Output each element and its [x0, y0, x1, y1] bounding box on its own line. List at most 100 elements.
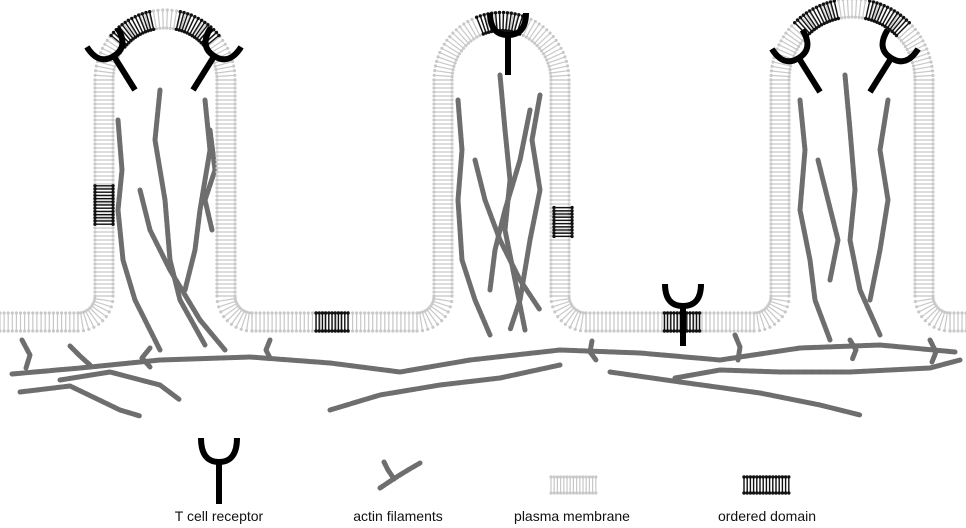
- lipid-head: [111, 294, 114, 297]
- lipid-head: [432, 234, 435, 237]
- lipid-head: [620, 329, 623, 332]
- lipid-head: [233, 270, 236, 273]
- lipid-head: [450, 118, 453, 121]
- lipid-head: [549, 118, 552, 121]
- lipid-head: [215, 238, 218, 241]
- lipid-head: [152, 9, 155, 12]
- lipid-head: [769, 214, 772, 217]
- lipid-head: [93, 278, 96, 281]
- lipid-head: [450, 82, 453, 85]
- lipid-head: [233, 69, 236, 72]
- lipid-head: [215, 94, 218, 97]
- lipid-head: [913, 102, 916, 105]
- lipid-head: [452, 68, 455, 71]
- lipid-head: [584, 311, 587, 314]
- lipid-head: [769, 102, 772, 105]
- lipid-tail: [170, 12, 172, 27]
- lipid-head: [846, 0, 849, 1]
- lipid-head: [788, 71, 791, 74]
- lipid-head: [931, 230, 934, 233]
- lipid-head: [111, 118, 114, 121]
- lipid-tail: [228, 309, 239, 320]
- lipid-head: [787, 98, 790, 101]
- lipid-head: [450, 162, 453, 165]
- lipid-head: [549, 154, 552, 157]
- lipid-head: [549, 282, 552, 285]
- lipid-head: [93, 114, 96, 117]
- lipid-tail: [543, 41, 555, 50]
- lipid-head: [931, 138, 934, 141]
- lipid-head: [432, 282, 435, 285]
- lipid-head: [788, 75, 791, 78]
- lipid-head: [307, 311, 310, 314]
- lipid-head: [93, 250, 96, 253]
- lipid-head: [566, 64, 569, 67]
- lipid-head: [27, 311, 30, 314]
- lipid-head: [215, 278, 218, 281]
- lipid-head: [93, 138, 96, 141]
- lipid-head: [588, 329, 591, 332]
- lipid-head: [716, 329, 719, 332]
- ordered-lipid-icon: [742, 475, 790, 494]
- lipid-head: [931, 150, 934, 153]
- lipid-head: [93, 158, 96, 161]
- lipid-head: [93, 134, 96, 137]
- lipid-tail: [541, 38, 553, 48]
- lipid-tail: [530, 25, 538, 37]
- lipid-head: [913, 182, 916, 185]
- lipid-head: [407, 329, 410, 332]
- lipid-head: [931, 134, 934, 137]
- lipid-head: [769, 142, 772, 145]
- lipid-head: [787, 154, 790, 157]
- lipid-head: [233, 150, 236, 153]
- lipid-head: [112, 68, 115, 71]
- lipid-head: [787, 290, 790, 293]
- lipid-head: [156, 9, 159, 12]
- lipid-head: [931, 190, 934, 193]
- lipid-head: [769, 82, 772, 85]
- lipid-head: [960, 311, 963, 314]
- lipid-head: [931, 254, 934, 257]
- actin-network: [12, 75, 960, 416]
- lipid-head: [432, 222, 435, 225]
- lipid-head: [548, 68, 551, 71]
- lipid-head: [787, 274, 790, 277]
- lipid-head: [432, 174, 435, 177]
- lipid-head: [111, 238, 114, 241]
- lipid-head: [303, 311, 306, 314]
- lipid-head: [548, 65, 551, 68]
- lipid-head: [758, 329, 761, 332]
- lipid-head: [769, 114, 772, 117]
- lipid-head: [769, 150, 772, 153]
- lipid-head: [708, 311, 711, 314]
- lipid-head: [933, 326, 936, 329]
- lipid-head: [567, 74, 570, 77]
- lipid-head: [784, 31, 787, 34]
- lipid-head: [840, 16, 843, 19]
- lipid-head: [233, 94, 236, 97]
- lipid-head: [215, 186, 218, 189]
- lipid-head: [432, 190, 435, 193]
- lipid-tail: [97, 71, 112, 73]
- lipid-head: [549, 134, 552, 137]
- lipid-head: [450, 174, 453, 177]
- lipid-head: [592, 329, 595, 332]
- lipid-head: [432, 214, 435, 217]
- lipid-head: [788, 68, 791, 71]
- lipid-head: [93, 174, 96, 177]
- lipid-head: [233, 198, 236, 201]
- lipid-head: [233, 266, 236, 269]
- lipid-head: [215, 266, 218, 269]
- lipid-head: [111, 178, 114, 181]
- lipid-head: [433, 74, 436, 77]
- lipid-head: [913, 154, 916, 157]
- lipid-head: [48, 329, 51, 332]
- lipid-head: [567, 202, 570, 205]
- lipid-head: [931, 218, 934, 221]
- lipid-head: [437, 55, 440, 58]
- lipid-head: [787, 202, 790, 205]
- lipid-head: [233, 86, 236, 89]
- lipid-head: [787, 270, 790, 273]
- lipid-head: [913, 78, 916, 81]
- lipid-head: [771, 65, 774, 68]
